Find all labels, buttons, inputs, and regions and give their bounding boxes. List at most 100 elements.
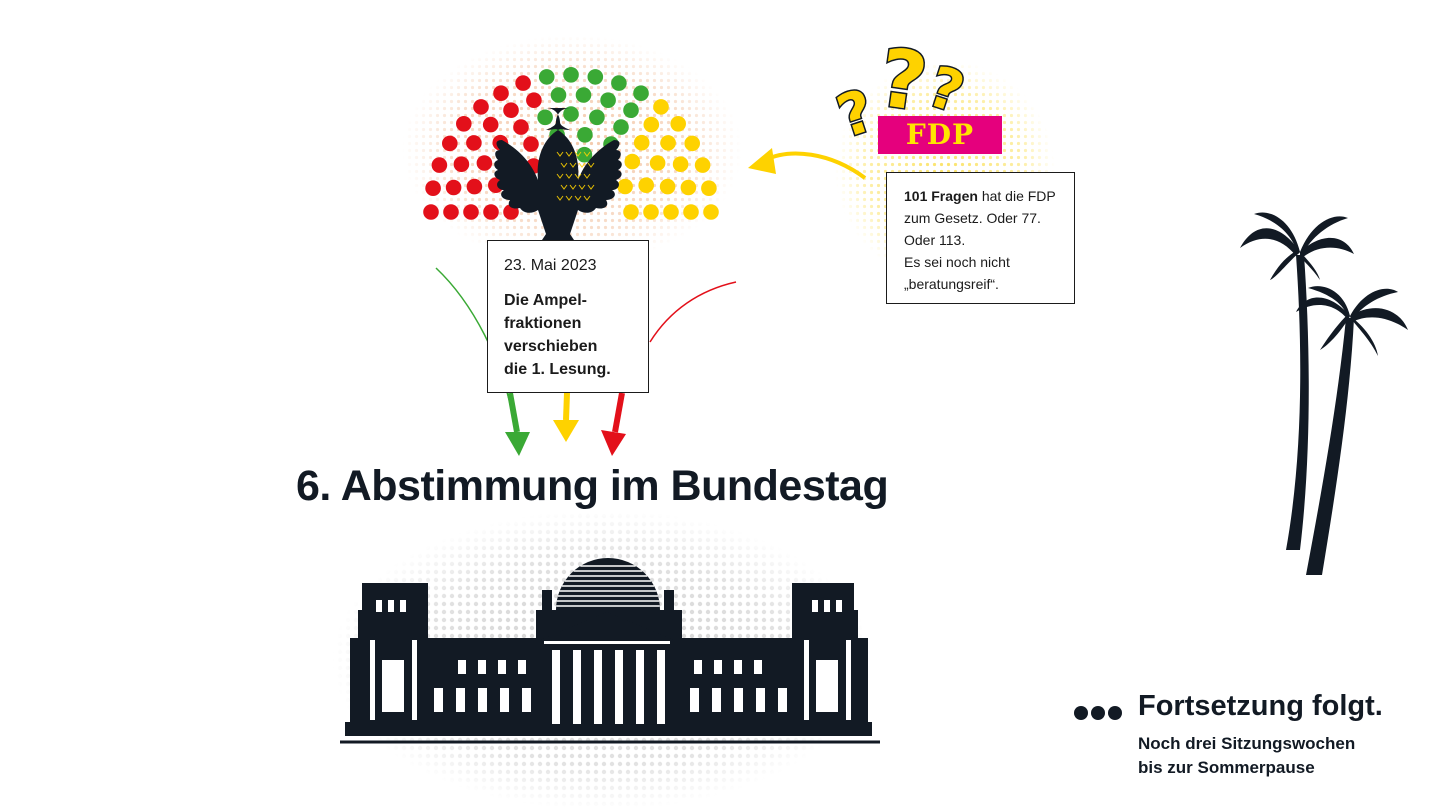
eagle-feather-mark bbox=[565, 151, 573, 157]
window bbox=[756, 688, 765, 712]
palm-trees-icon bbox=[1240, 212, 1408, 575]
pillar bbox=[804, 640, 809, 720]
tower-window bbox=[400, 600, 406, 612]
pillar bbox=[412, 640, 417, 720]
tower-window bbox=[824, 600, 830, 612]
column bbox=[636, 650, 644, 724]
seat-dot bbox=[550, 87, 567, 103]
fdp-note-line2: Es sei noch nicht „beratungsreif“. bbox=[904, 254, 1010, 292]
seat-dot bbox=[577, 127, 593, 143]
eagle-feather-mark bbox=[569, 162, 577, 168]
window bbox=[500, 688, 509, 712]
tower-window bbox=[812, 600, 818, 612]
eagle-feather-mark bbox=[583, 195, 591, 201]
seat-dot bbox=[453, 156, 470, 172]
seat-dot bbox=[589, 109, 605, 126]
fdp-note-line1: 101 Fragen hat die FDP zum Gesetz. Oder … bbox=[904, 185, 1064, 251]
seat-dot bbox=[587, 69, 604, 85]
window bbox=[458, 660, 466, 674]
tower-arch bbox=[382, 660, 404, 712]
window bbox=[456, 688, 465, 712]
seat-dot bbox=[513, 119, 529, 135]
fdp-note-box: 101 Fragen hat die FDP zum Gesetz. Oder … bbox=[886, 172, 1075, 304]
vote-arrows bbox=[435, 267, 737, 456]
window bbox=[518, 660, 526, 674]
footer-subtitle: Noch drei Sitzungswochen bis zur Sommerp… bbox=[1138, 732, 1355, 780]
tower-window bbox=[836, 600, 842, 612]
seat-dot bbox=[442, 135, 458, 152]
seat-dot bbox=[423, 204, 439, 220]
eagle-feather-mark bbox=[574, 195, 582, 201]
window bbox=[522, 688, 531, 712]
seat-dot bbox=[526, 92, 542, 108]
seat-dot bbox=[643, 116, 660, 133]
pillar bbox=[370, 640, 375, 720]
seat-dot bbox=[663, 204, 679, 220]
footer-title: Fortsetzung folgt. bbox=[1138, 690, 1383, 722]
eagle-feather-mark bbox=[583, 151, 591, 157]
eagle-feather-mark bbox=[565, 195, 573, 201]
seat-dot bbox=[611, 75, 627, 91]
column bbox=[594, 650, 602, 724]
eagle-feather-mark bbox=[556, 151, 564, 157]
window bbox=[734, 660, 742, 674]
seat-dot bbox=[643, 204, 659, 220]
footer-subtitle-line2: bis zur Sommerpause bbox=[1138, 758, 1315, 777]
seat-dot bbox=[623, 102, 639, 118]
seat-dot bbox=[431, 157, 448, 173]
window bbox=[478, 660, 486, 674]
seat-dot bbox=[515, 75, 531, 91]
seat-dot bbox=[563, 67, 579, 83]
eagle-feather-mark bbox=[560, 184, 568, 190]
portico-cornice bbox=[544, 641, 670, 644]
seat-dot bbox=[701, 180, 717, 196]
eagle-feather-mark bbox=[578, 162, 586, 168]
window bbox=[498, 660, 506, 674]
tower-window bbox=[388, 600, 394, 612]
window bbox=[690, 688, 699, 712]
column bbox=[615, 650, 623, 724]
tower-window bbox=[376, 600, 382, 612]
seat-dot bbox=[600, 92, 616, 108]
eagle-feather-mark bbox=[587, 184, 595, 190]
seat-dot bbox=[623, 204, 639, 220]
seat-dot bbox=[660, 135, 676, 151]
eagle-feather-mark bbox=[574, 151, 582, 157]
event-date: 23. Mai 2023 bbox=[504, 257, 597, 274]
seat-dot bbox=[684, 135, 700, 152]
fdp-arrow bbox=[748, 148, 867, 180]
seat-dot bbox=[703, 204, 719, 220]
seat-dot bbox=[538, 69, 555, 85]
seat-dot bbox=[483, 204, 499, 220]
seat-dot bbox=[575, 87, 592, 103]
seat-dot bbox=[670, 116, 686, 132]
reichstag-windows bbox=[370, 600, 851, 724]
seat-dot bbox=[456, 116, 472, 132]
seat-dot bbox=[680, 179, 697, 196]
eagle-feather-mark bbox=[574, 173, 582, 179]
seat-dot bbox=[563, 106, 579, 122]
window bbox=[434, 688, 443, 712]
footer-subtitle-line1: Noch drei Sitzungswochen bbox=[1138, 734, 1356, 753]
eagle-feather-mark bbox=[565, 173, 573, 179]
seat-dot bbox=[624, 153, 641, 170]
seat-dot bbox=[523, 136, 539, 152]
event-text: Die Ampel-fraktionen verschieben die 1. … bbox=[504, 292, 611, 378]
step-title: 6. Abstimmung im Bundestag bbox=[296, 462, 889, 510]
seat-dot bbox=[613, 119, 629, 135]
eagle-feather-mark bbox=[560, 162, 568, 168]
reichstag-icon bbox=[345, 558, 872, 736]
fdp-note-rest: hat die FDP zum Gesetz. Oder 77. Oder 11… bbox=[904, 188, 1056, 248]
seat-hemicycle bbox=[423, 67, 719, 220]
seat-dot bbox=[659, 178, 676, 195]
seat-dot bbox=[443, 204, 459, 220]
seat-dot bbox=[694, 157, 711, 173]
window bbox=[712, 688, 721, 712]
window bbox=[714, 660, 722, 674]
fdp-logo: FDP bbox=[878, 116, 1002, 154]
tower-arch bbox=[816, 660, 838, 712]
seat-dot bbox=[473, 99, 489, 115]
eagle-feather-mark bbox=[569, 184, 577, 190]
eagle-feather-mark bbox=[583, 173, 591, 179]
